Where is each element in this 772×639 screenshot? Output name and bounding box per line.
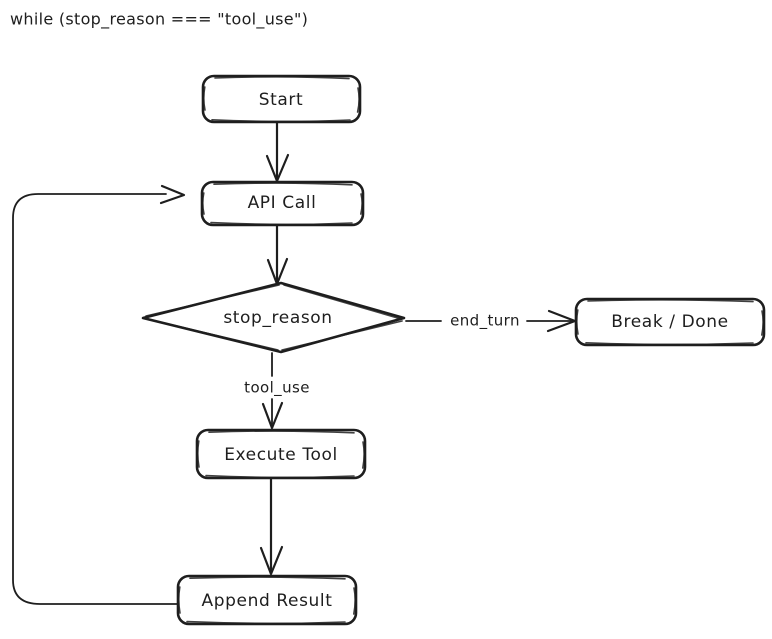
edge-label-tool-use: tool_use <box>244 379 310 398</box>
edge-stop-reason-to-execute-tool: tool_use <box>244 352 310 430</box>
start-label: Start <box>259 90 304 110</box>
loop-connector-line <box>12 193 178 605</box>
edge-stop-reason-to-break-done: end_turn <box>405 309 577 333</box>
execute-tool-label: Execute Tool <box>224 445 338 465</box>
start-box-sketch <box>202 76 360 123</box>
diagram-title: while (stop_reason === "tool_use") <box>10 10 308 30</box>
tool-use-arrowhead <box>261 401 284 430</box>
node-start[interactable]: Start <box>201 74 362 124</box>
node-api-call[interactable]: API Call <box>200 180 365 227</box>
stop-reason-diamond-sketch <box>145 284 403 351</box>
edge-start-to-api-call <box>265 121 290 183</box>
api-call-box-sketch <box>201 182 363 226</box>
node-append-result[interactable]: Append Result <box>176 574 358 626</box>
edge-execute-tool-to-append-result <box>259 477 284 576</box>
execute-append-arrowhead <box>259 545 284 576</box>
node-execute-tool[interactable]: Execute Tool <box>195 428 367 480</box>
stop-reason-label: stop_reason <box>223 308 332 328</box>
edge-label-end-turn: end_turn <box>450 312 520 331</box>
edge-api-call-to-stop-reason <box>266 224 289 286</box>
break-done-box-sketch <box>575 299 764 346</box>
break-done-label: Break / Done <box>611 312 728 332</box>
loop-arrowhead <box>159 184 186 205</box>
edge-append-result-to-api-call <box>12 184 186 605</box>
node-stop-reason[interactable]: stop_reason <box>141 281 406 354</box>
append-result-label: Append Result <box>202 591 333 611</box>
append-result-box-sketch <box>177 576 356 625</box>
node-break-done[interactable]: Break / Done <box>574 297 766 347</box>
api-call-label: API Call <box>248 193 317 213</box>
execute-tool-box-sketch <box>196 430 365 479</box>
